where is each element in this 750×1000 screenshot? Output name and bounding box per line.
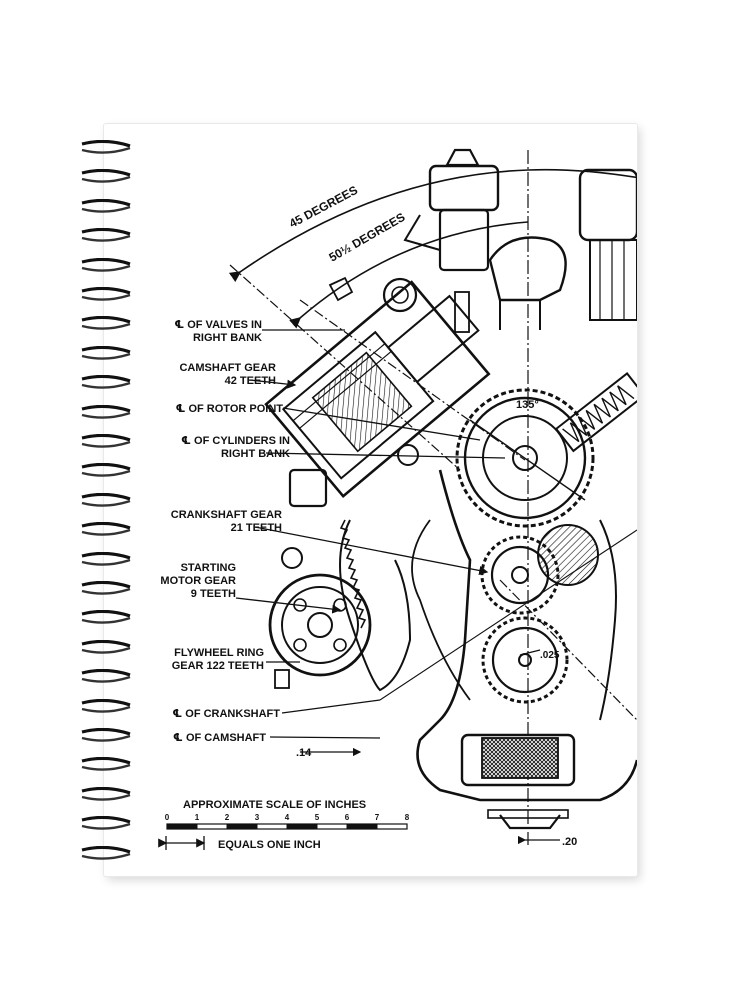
scale-tick-label: 3 — [255, 813, 260, 822]
callout-line: CAMSHAFT GEAR — [179, 362, 276, 374]
callout-line: 21 TEETH — [231, 522, 282, 534]
center-angle-label: 135° — [516, 399, 539, 411]
callout-line: 9 TEETH — [191, 588, 236, 600]
scale-tick-label: 6 — [345, 813, 350, 822]
callout-line: STARTING — [181, 562, 236, 574]
scale-tick-label: 4 — [285, 813, 290, 822]
scale-tick-label: 2 — [225, 813, 230, 822]
scale-ticks: 0 1 2 3 4 5 6 7 8 — [165, 813, 410, 822]
callout-line: RIGHT BANK — [221, 448, 290, 460]
dimension-025: .025 — [540, 650, 560, 661]
binding-coil — [80, 316, 132, 331]
binding-coil — [80, 404, 132, 419]
callout-line: CRANKSHAFT GEAR — [171, 509, 282, 521]
callout-line: FLYWHEEL RING — [174, 647, 264, 659]
scale-tick-label: 8 — [405, 813, 410, 822]
scale-bar — [166, 823, 408, 830]
callout-line: ℄ OF CRANKSHAFT — [172, 708, 280, 720]
binding-coil — [80, 463, 132, 478]
binding-coil — [80, 610, 132, 625]
callout-line: ℄ OF CYLINDERS IN — [181, 435, 290, 447]
binding-coil — [80, 786, 132, 801]
scale-tick-label: 7 — [375, 813, 380, 822]
binding-coil — [80, 551, 132, 566]
scale-tick-label: 0 — [165, 813, 170, 822]
binding-coil — [80, 257, 132, 272]
scale-block — [226, 823, 258, 830]
binding-coil — [80, 492, 132, 507]
spiral-binding — [80, 139, 140, 860]
dimension-14: .14 — [296, 747, 312, 759]
callout-line: ℄ OF CAMSHAFT — [173, 732, 266, 744]
binding-coil — [80, 433, 132, 448]
callout-line: 42 TEETH — [225, 375, 276, 387]
callout-line: RIGHT BANK — [193, 332, 262, 344]
binding-coil — [80, 375, 132, 389]
binding-coil — [80, 580, 132, 595]
equals-one-inch-label: EQUALS ONE INCH — [218, 839, 321, 851]
binding-coil — [80, 139, 132, 154]
scale-tick-label: 5 — [315, 813, 320, 822]
dimension-20: .20 — [562, 836, 577, 848]
callout-line: MOTOR GEAR — [160, 575, 236, 587]
callout-line: GEAR 122 TEETH — [172, 660, 264, 672]
binding-coil — [80, 757, 132, 772]
binding-coil — [80, 345, 132, 360]
binding-coil — [80, 698, 132, 713]
binding-coil — [80, 845, 132, 860]
scale-title: APPROXIMATE SCALE OF INCHES — [183, 799, 366, 811]
binding-coil — [80, 169, 132, 184]
binding-coil — [80, 727, 132, 742]
binding-coil — [80, 639, 132, 654]
scale-block — [286, 823, 318, 830]
binding-coil — [80, 669, 132, 683]
scale-block — [166, 823, 198, 830]
callout-line: ℄ OF ROTOR POINT — [176, 403, 284, 415]
binding-coil — [80, 228, 132, 242]
scale-block — [346, 823, 378, 830]
scale-tick-label: 1 — [195, 813, 200, 822]
binding-coil — [80, 816, 132, 830]
binding-coil — [80, 286, 132, 301]
callout-line: ℄ OF VALVES IN — [174, 319, 262, 331]
binding-coil — [80, 522, 132, 536]
binding-coil — [80, 198, 132, 213]
